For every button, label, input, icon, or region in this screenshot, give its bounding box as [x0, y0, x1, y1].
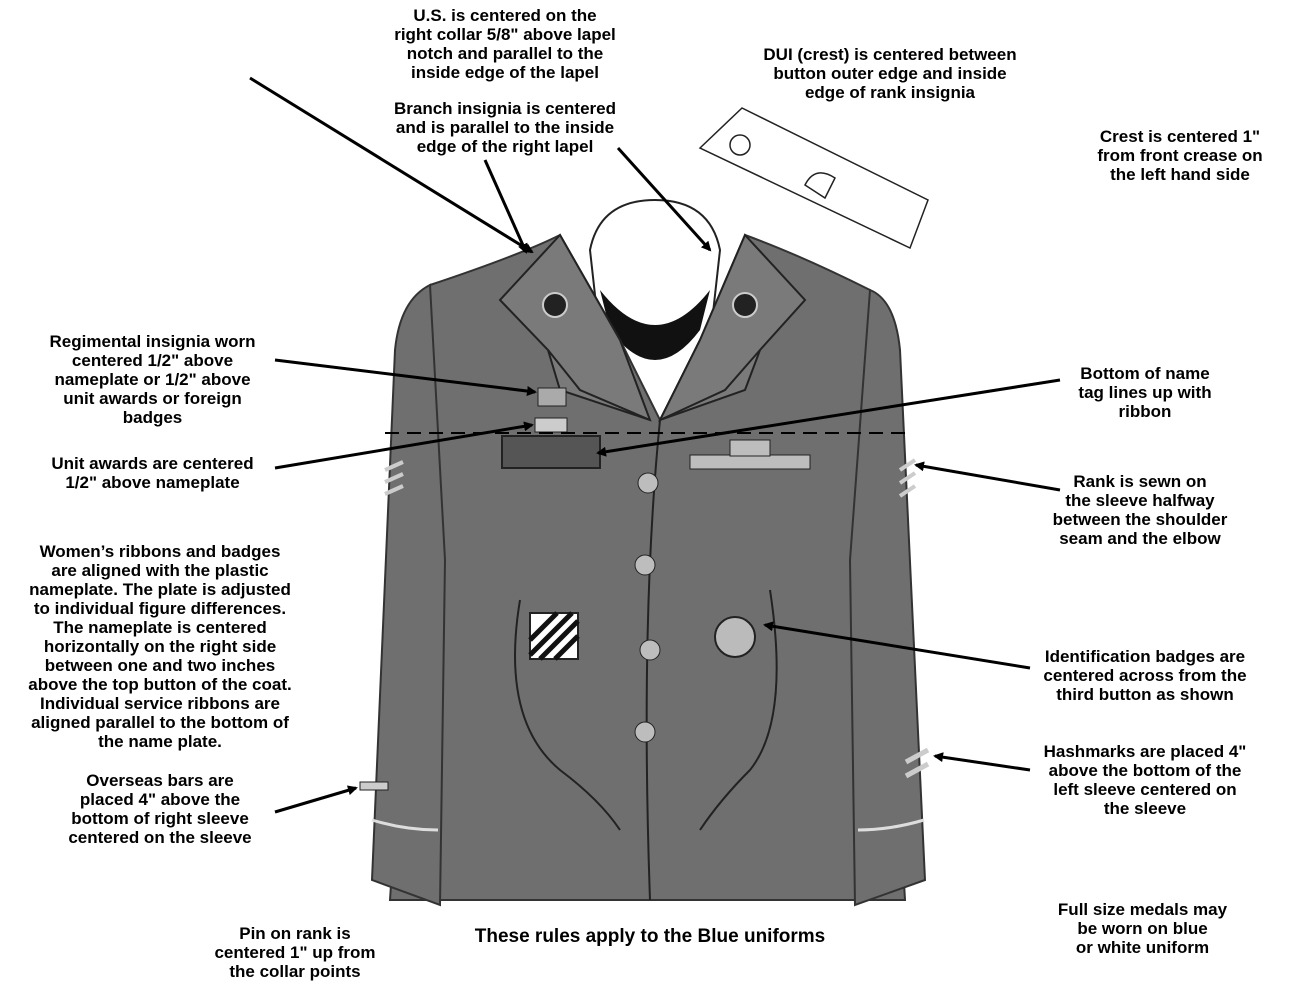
label-overseas-bars: Overseas bars are placed 4" above the bo… [35, 771, 285, 847]
arrow-overseas-bars [275, 788, 356, 812]
label-unit-awards: Unit awards are centered 1/2" above name… [20, 454, 285, 492]
label-crest: Crest is centered 1" from front crease o… [1080, 127, 1280, 184]
label-id-badges: Identification badges are centered acros… [1020, 647, 1270, 704]
label-name-tag: Bottom of name tag lines up with ribbon [1050, 364, 1240, 421]
label-pin-on-rank: Pin on rank is centered 1" up from the c… [190, 924, 400, 981]
epaulet-detail [700, 108, 928, 248]
label-hashmarks: Hashmarks are placed 4" above the bottom… [1020, 742, 1270, 818]
label-blue-uniforms: These rules apply to the Blue uniforms [430, 927, 870, 946]
arrow-hashmarks [935, 756, 1030, 770]
label-regimental: Regimental insignia worn centered 1/2" a… [20, 332, 285, 427]
label-medals: Full size medals may be worn on blue or … [1040, 900, 1245, 957]
label-dui: DUI (crest) is centered between button o… [740, 45, 1040, 102]
label-womens-ribbons: Women’s ribbons and badges are aligned w… [10, 542, 310, 751]
arrow-branch-insignia [485, 160, 526, 252]
label-rank-sleeve: Rank is sewn on the sleeve halfway betwe… [1035, 472, 1245, 548]
label-us-insignia: U.S. is centered on the right collar 5/8… [355, 6, 655, 82]
label-branch-insignia: Branch insignia is centered and is paral… [355, 99, 655, 156]
